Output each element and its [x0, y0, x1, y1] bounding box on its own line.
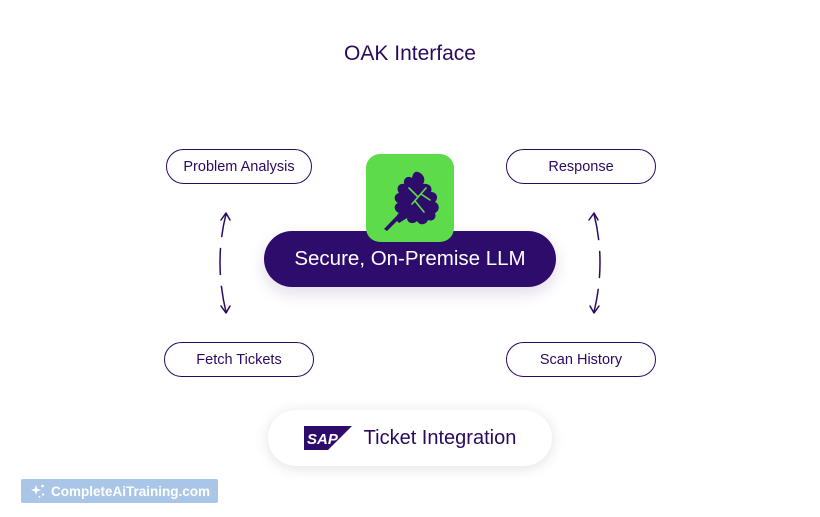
node-scan-history: Scan History — [506, 342, 656, 377]
arrow-fetch-to-analysis — [219, 213, 227, 313]
integration-label: Ticket Integration — [363, 426, 517, 449]
arrowhead-down — [589, 305, 600, 314]
sparkle-icon — [31, 484, 45, 498]
arrowhead-down-left — [220, 305, 231, 314]
sap-logo-text: SAP — [307, 431, 339, 448]
oak-leaf-icon — [366, 154, 454, 242]
node-response: Response — [506, 149, 656, 184]
sap-logo: SAP — [303, 426, 352, 450]
watermark: CompleteAiTraining.com — [21, 479, 218, 503]
ticket-integration-card: SAP Ticket Integration — [268, 410, 552, 466]
arrowhead-down-right-top — [588, 212, 599, 221]
node-fetch-tickets: Fetch Tickets — [164, 342, 314, 377]
diagram-title: OAK Interface — [344, 42, 476, 65]
node-problem-analysis: Problem Analysis — [166, 149, 312, 184]
arrowhead-up — [220, 212, 231, 221]
llm-node: Secure, On-Premise LLM — [264, 231, 556, 287]
llm-label: Secure, On-Premise LLM — [294, 247, 526, 270]
watermark-text: CompleteAiTraining.com — [51, 483, 211, 499]
arrow-response-to-scan — [593, 213, 601, 313]
